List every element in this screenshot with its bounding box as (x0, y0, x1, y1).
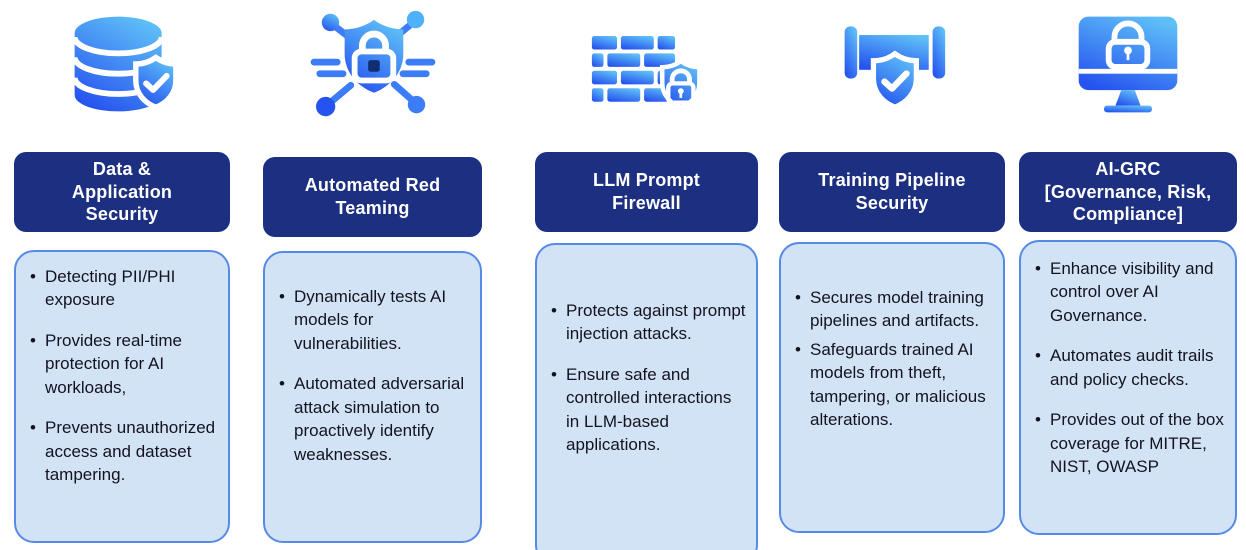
column-header: AI-GRC [Governance, Risk, Compliance] (1019, 152, 1237, 232)
bullet-item: Protects against prompt injection attack… (551, 299, 746, 346)
bullet-item: Secures model training pipelines and art… (795, 286, 993, 333)
column-card: Dynamically tests AI models for vulnerab… (263, 251, 482, 543)
bullet-item: Automated adversarial attack simulation … (279, 372, 470, 466)
column-data-application-security: Data & Application Security Detecting PI… (14, 0, 230, 550)
column-header: Automated Red Teaming (263, 157, 482, 237)
column-card: Secures model training pipelines and art… (779, 242, 1005, 533)
bullet-item: Enhance visibility and control over AI G… (1035, 257, 1225, 327)
column-training-pipeline-security: Training Pipeline Security Secures model… (779, 0, 1005, 550)
column-header: LLM Prompt Firewall (535, 152, 758, 232)
column-card: Protects against prompt injection attack… (535, 243, 758, 550)
bullet-item: Safeguards trained AI models from theft,… (795, 338, 993, 432)
bullet-item: Provides real-time protection for AI wor… (30, 329, 218, 399)
bullet-list: Dynamically tests AI models for vulnerab… (279, 285, 470, 466)
bullet-list: Secures model training pipelines and art… (795, 286, 993, 432)
bullet-item: Prevents unauthorized access and dataset… (30, 416, 218, 486)
bullet-item: Ensure safe and controlled interactions … (551, 363, 746, 457)
column-card: Detecting PII/PHI exposure Provides real… (14, 250, 230, 543)
bullet-item: Provides out of the box coverage for MIT… (1035, 408, 1225, 478)
bullet-item: Automates audit trails and policy checks… (1035, 344, 1225, 391)
bullet-item: Detecting PII/PHI exposure (30, 265, 218, 312)
firewall-brick-shield-lock-icon (535, 4, 758, 126)
shield-lock-circuit-icon (263, 4, 482, 126)
column-llm-prompt-firewall: LLM Prompt Firewall Protects against pro… (535, 0, 758, 550)
column-automated-red-teaming: Automated Red Teaming Dynamically tests … (263, 0, 482, 550)
database-shield-check-icon (14, 4, 230, 126)
pipeline-shield-check-icon (779, 4, 1005, 126)
bullet-item: Dynamically tests AI models for vulnerab… (279, 285, 470, 355)
monitor-lock-icon (1019, 4, 1237, 126)
column-header: Data & Application Security (14, 152, 230, 232)
column-ai-grc: AI-GRC [Governance, Risk, Compliance] En… (1019, 0, 1237, 550)
bullet-list: Detecting PII/PHI exposure Provides real… (30, 265, 218, 487)
bullet-list: Protects against prompt injection attack… (551, 299, 746, 457)
bullet-list: Enhance visibility and control over AI G… (1035, 257, 1225, 479)
column-card: Enhance visibility and control over AI G… (1019, 240, 1237, 535)
column-header: Training Pipeline Security (779, 152, 1005, 232)
